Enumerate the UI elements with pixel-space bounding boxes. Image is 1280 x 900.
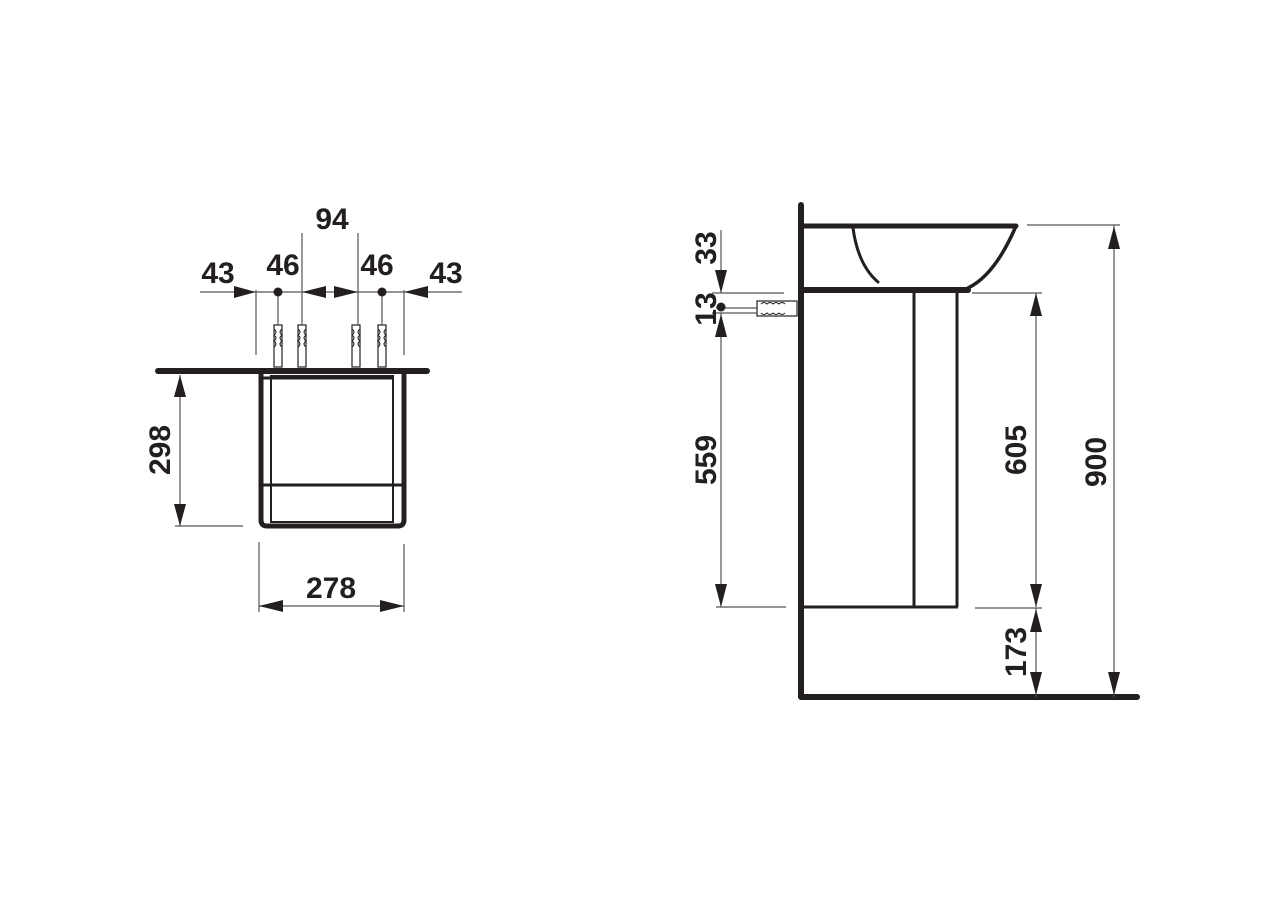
dim-label-46-right: 46: [360, 249, 393, 282]
cabinet-inner: [270, 375, 394, 523]
arrow-down-icon: [1108, 672, 1120, 695]
cabinet-outline: [258, 370, 407, 529]
dim-label-43-left: 43: [201, 257, 234, 290]
basin-bowl-curve: [851, 226, 880, 284]
dim-label-559: 559: [690, 435, 723, 485]
dim-label-278: 278: [306, 572, 356, 605]
arrow-up-icon: [1030, 293, 1042, 316]
anchor-point-icon: [716, 302, 726, 312]
arrow-down-icon: [1030, 672, 1042, 695]
side-view: 33 13 559 605 173 900: [690, 202, 1140, 700]
arrow-up-icon: [174, 375, 186, 397]
wall-anchor-icon: [273, 324, 283, 368]
dim-label-94: 94: [315, 203, 349, 236]
arrow-down-icon: [1030, 584, 1042, 607]
anchor-point-icon: [377, 287, 387, 297]
arrow-left-icon: [404, 286, 428, 298]
dim-label-605: 605: [1000, 425, 1033, 475]
dim-label-43-right: 43: [429, 257, 462, 290]
dim-label-33: 33: [690, 231, 723, 264]
arrow-down-icon: [715, 584, 727, 607]
wall-anchor-icon: [297, 324, 307, 368]
arrow-right-icon: [334, 286, 358, 298]
wall-anchor-icon: [351, 324, 361, 368]
arrow-left-icon: [259, 600, 283, 612]
wall-anchor-icon: [377, 324, 387, 368]
arrow-up-icon: [1108, 226, 1120, 249]
arrow-right-icon: [234, 286, 256, 298]
arrow-up-icon: [1030, 609, 1042, 632]
arrow-right-icon: [380, 600, 404, 612]
basin-outer-curve: [966, 224, 1018, 290]
arrow-up-icon: [715, 314, 727, 337]
wall-floor-line: [798, 202, 1140, 700]
dim-label-173: 173: [1000, 627, 1033, 677]
wall-anchor-icon: [756, 300, 798, 317]
dim-label-900: 900: [1080, 437, 1113, 487]
arrow-left-icon: [302, 286, 326, 298]
arrow-down-icon: [715, 270, 727, 293]
arrow-down-icon: [174, 504, 186, 526]
top-view: 94 43 46 46 43 298 278: [144, 203, 463, 612]
dim-label-46-left: 46: [266, 249, 299, 282]
dim-label-298: 298: [144, 425, 177, 475]
dim-label-13: 13: [690, 292, 723, 325]
anchor-point-icon: [273, 287, 283, 297]
